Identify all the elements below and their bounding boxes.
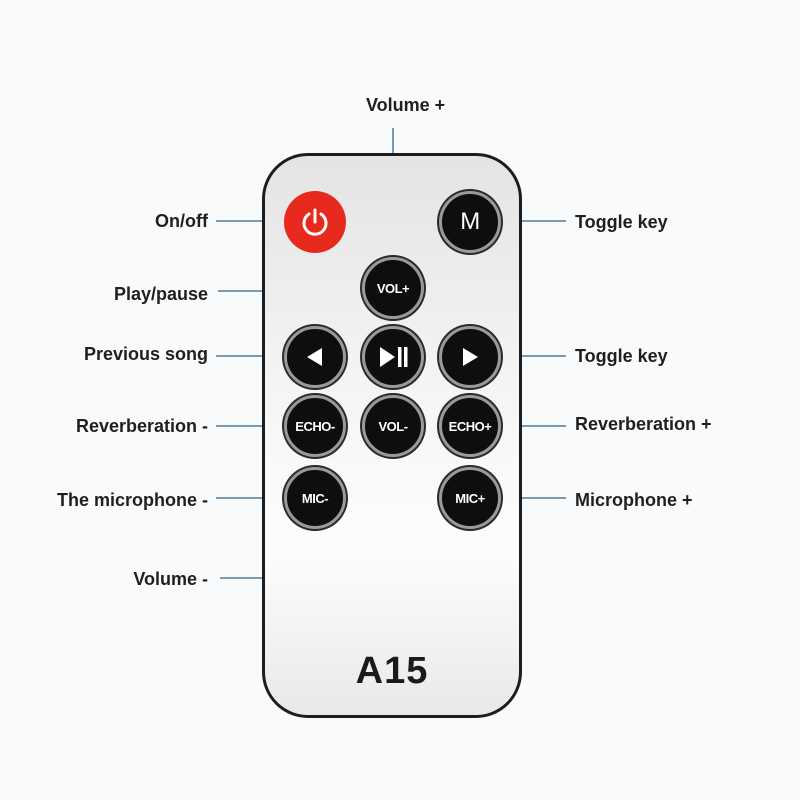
play-pause-button[interactable] <box>362 326 424 388</box>
volume-down-label: VOL- <box>378 418 408 434</box>
triangle-right-icon <box>463 348 478 366</box>
volume-up-label: VOL+ <box>376 280 410 296</box>
echo-down-button[interactable]: ECHO- <box>284 395 346 457</box>
play-pause-icon <box>380 347 408 367</box>
label-reverberation-up: Reverberation + <box>575 414 712 434</box>
power-icon <box>302 208 328 236</box>
triangle-left-icon <box>307 348 322 366</box>
label-microphone-up: Microphone + <box>575 490 693 510</box>
mic-down-label: MIC- <box>301 490 329 506</box>
echo-up-label: ECHO+ <box>448 418 492 434</box>
label-reverberation-down: Reverberation - <box>75 416 208 436</box>
mic-up-label: MIC+ <box>455 490 485 506</box>
mic-down-button[interactable]: MIC- <box>284 467 346 529</box>
volume-up-button[interactable]: VOL+ <box>362 257 424 319</box>
label-toggle-key-mid: Toggle key <box>575 346 668 366</box>
label-microphone-down: The microphone - <box>56 490 208 510</box>
power-button[interactable] <box>284 191 346 253</box>
echo-up-button[interactable]: ECHO+ <box>439 395 501 457</box>
model-label: A15 <box>355 650 429 692</box>
label-play-pause: Play/pause <box>113 284 208 304</box>
echo-down-label: ECHO- <box>295 418 335 434</box>
next-button[interactable] <box>439 326 501 388</box>
label-toggle-key-top: Toggle key <box>575 212 668 232</box>
volume-down-button[interactable]: VOL- <box>362 395 424 457</box>
label-volume-up: Volume + <box>366 95 446 115</box>
label-on-off: On/off <box>155 211 208 231</box>
mode-button[interactable]: M <box>439 191 501 253</box>
mode-label: M <box>460 208 480 235</box>
label-previous-song: Previous song <box>83 344 208 364</box>
label-volume-down: Volume - <box>133 569 208 589</box>
previous-button[interactable] <box>284 326 346 388</box>
mic-up-button[interactable]: MIC+ <box>439 467 501 529</box>
